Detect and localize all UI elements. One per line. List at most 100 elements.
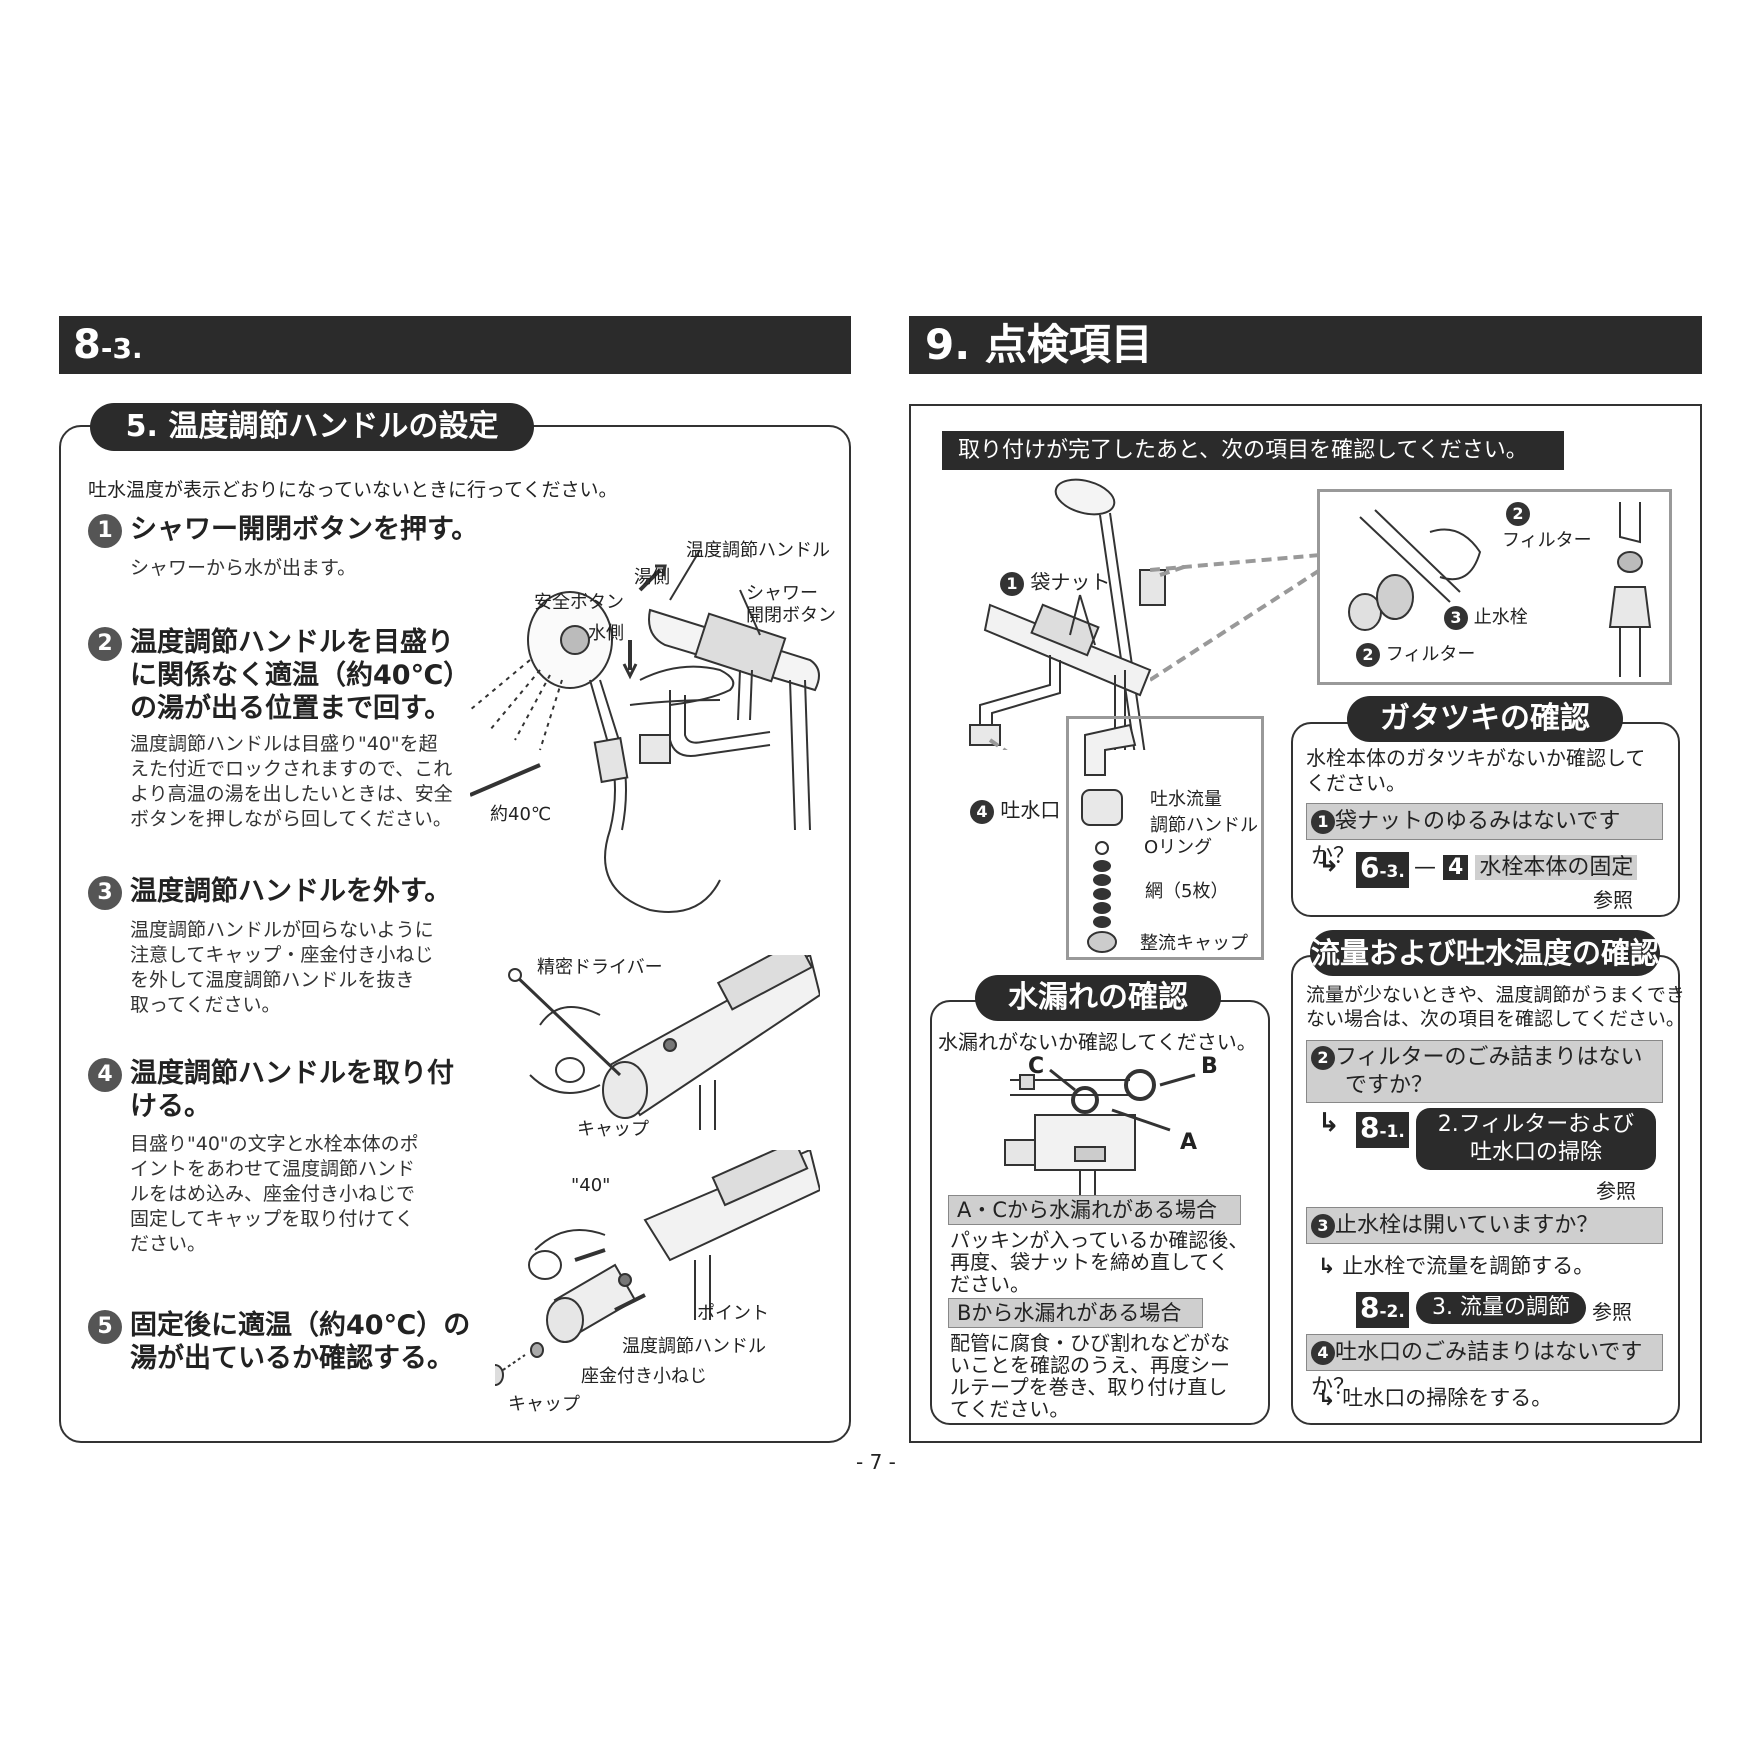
leak-b-line: いことを確認のうえ、再度シー — [950, 1353, 1230, 1377]
flow-ref2-label: 参照 — [1592, 1300, 1632, 1324]
circle-number-icon: 2 — [1311, 1046, 1335, 1070]
step-4-title-line: ける。 — [130, 1091, 211, 1122]
label-stop-valve: 3 止水栓 — [1444, 603, 1528, 630]
flow-ref1-text: 2.フィルターおよび 吐水口の掃除 — [1416, 1108, 1656, 1170]
stop-valve-text: 止水栓 — [1473, 607, 1528, 628]
flow-ref2-text: 3. 流量の調節 — [1416, 1292, 1586, 1324]
filter-parts-illustration — [1348, 502, 1652, 677]
step-number-1: 1 — [88, 514, 122, 548]
leak-case-ac-title: A・Cから水漏れがある場合 — [948, 1195, 1241, 1225]
ref-num-sub: -1. — [1379, 1122, 1405, 1142]
section-header-inspection: 9. 点検項目 — [909, 316, 1702, 374]
step-3-body: 温度調節ハンドルが回らないように 注意してキャップ・座金付き小ねじ を外して温度… — [130, 918, 434, 1018]
notice-bar: 取り付けが完了したあと、次の項目を確認してください。 — [942, 431, 1564, 470]
step-3-body-line: を外して温度調節ハンドルを抜き — [130, 969, 415, 991]
step-number-2: 2 — [88, 627, 122, 661]
label-safety-button: 安全ボタン — [534, 592, 624, 613]
leak-check-title: 水漏れの確認 — [975, 975, 1221, 1021]
leak-b-line: ルテープを巻き、取り付け直し — [950, 1375, 1228, 1399]
step-4-body-line: 固定してキャップを取り付けてく — [130, 1208, 414, 1230]
header-number: 8 — [73, 322, 101, 368]
leak-label-c: C — [1028, 1054, 1045, 1079]
spout-parts-inset-box — [1066, 716, 1264, 960]
circle-number-icon: 1 — [1311, 810, 1335, 834]
flow-handle-line-1: 吐水流量 — [1150, 789, 1222, 810]
ref-step-text: 水栓本体の固定 — [1475, 855, 1638, 880]
wobble-reference-number: 6-3. — [1356, 852, 1409, 888]
circle-number-icon: 4 — [970, 799, 994, 824]
step-3-body-line: 温度調節ハンドルが回らないように — [130, 919, 434, 941]
step-2-title: 温度調節ハンドルを目盛り に関係なく適温（約40℃） の湯が出る位置まで回す。 — [130, 626, 470, 725]
flow-ref1-number: 8-1. — [1356, 1112, 1409, 1148]
flow-a4-text: 吐水口の掃除をする。 — [1342, 1386, 1553, 1410]
flow-ref1-line: 2.フィルターおよび — [1437, 1112, 1635, 1137]
step-2-body-line: えた付近でロックされますので、これ — [130, 758, 453, 780]
label-shower-button-1: シャワー — [746, 583, 818, 604]
step-2-body-line: より高温の湯を出したいときは、安全 — [130, 783, 453, 805]
step-3-body-line: 取ってください。 — [130, 994, 281, 1016]
label-washer-screw: 座金付き小ねじ — [581, 1366, 707, 1387]
handle-removal-illustration — [508, 955, 820, 1130]
header-subnumber: -3. — [100, 332, 143, 365]
label-filter-bottom: 2 フィルター — [1356, 640, 1475, 667]
wobble-ref-label: 参照 — [1593, 888, 1633, 912]
label-filter-top: 2 フィルター — [1502, 502, 1592, 552]
flow-q2-line: ですか？ — [1345, 1073, 1434, 1098]
step-3-title: 温度調節ハンドルを外す。 — [130, 876, 452, 907]
flow-check-desc: 流量が少ないときや、温度調節がうまくでき ない場合は、次の項目を確認してください… — [1306, 983, 1685, 1031]
flow-answer-3: ↳ 止水栓で流量を調節する。 — [1318, 1250, 1594, 1280]
label-precision-driver: 精密ドライバー — [537, 957, 663, 978]
flow-answer-4: ↳ 吐水口の掃除をする。 — [1318, 1382, 1552, 1412]
flow-ref2-number: 8-2. — [1356, 1292, 1409, 1328]
step-2-body: 温度調節ハンドルは目盛り"40"を超 えた付近でロックされますので、これ より高… — [130, 732, 453, 832]
bag-nut-text: 袋ナット — [1030, 570, 1111, 594]
leak-points-illustration — [1004, 1068, 1196, 1195]
leak-b-line: てください。 — [950, 1397, 1070, 1421]
spout-parts-illustration — [1081, 723, 1137, 953]
label-water-side: 水側 — [588, 623, 624, 644]
flow-ref1-line: 吐水口の掃除 — [1469, 1140, 1602, 1165]
filter-bottom-text: フィルター — [1385, 644, 1476, 665]
arrow-right-icon: ↳ — [1318, 1386, 1336, 1410]
flow-q2-line: フィルターのごみ詰まりはない — [1335, 1045, 1643, 1070]
leak-ac-line: パッキンが入っているか確認後、 — [950, 1228, 1249, 1252]
leak-check-desc: 水漏れがないか確認してください。 — [938, 1030, 1257, 1054]
step-2-body-line: ボタンを押しながら回してください。 — [130, 808, 452, 830]
label-temp-handle-2: 温度調節ハンドル — [622, 1336, 766, 1357]
inspection-panel — [909, 404, 1702, 1443]
ref-num-sub: -2. — [1379, 1302, 1405, 1322]
label-temp-handle: 温度調節ハンドル — [686, 540, 830, 561]
step-number-4: 4 — [88, 1058, 122, 1092]
ref-step-number: 4 — [1443, 855, 1469, 880]
flow-desc-line: ない場合は、次の項目を確認してください。 — [1306, 1008, 1685, 1030]
step-4-body-line: イントをあわせて温度調節ハンド — [130, 1158, 416, 1180]
filter-top-text: フィルター — [1502, 530, 1592, 551]
step-2-title-line: に関係なく適温（約40℃） — [130, 660, 471, 691]
flow-ref1-label: 参照 — [1596, 1179, 1636, 1203]
step-4-body-line: 目盛り"40"の文字と水栓本体のポ — [130, 1133, 419, 1155]
label-bag-nut: 1 袋ナット — [1000, 566, 1110, 596]
step-4-title: 温度調節ハンドルを取り付 ける。 — [130, 1057, 454, 1123]
wobble-check-desc: 水栓本体のガタツキがないか確認して ください。 — [1306, 746, 1645, 796]
circle-number-icon: 3 — [1311, 1214, 1335, 1238]
step-4-body: 目盛り"40"の文字と水栓本体のポ イントをあわせて温度調節ハンド ルをはめ込み… — [130, 1132, 419, 1257]
label-mark-40: "40" — [571, 1175, 611, 1196]
wobble-desc-line: 水栓本体のガタツキがないか確認して — [1306, 746, 1646, 770]
leak-label-b: B — [1201, 1054, 1218, 1079]
step-5-title: 固定後に適温（約40℃）の 湯が出ているか確認する。 — [130, 1309, 470, 1375]
step-number-3: 3 — [88, 876, 122, 910]
flow-handle-line-2: 調節ハンドル — [1150, 815, 1258, 836]
intro-text: 吐水温度が表示どおりになっていないときに行ってください。 — [88, 479, 618, 501]
ref-num-main: 8 — [1360, 1111, 1380, 1144]
leak-ac-line: 再度、袋ナットを締め直してく — [950, 1250, 1229, 1274]
step-3-body-line: 注意してキャップ・座金付き小ねじ — [130, 944, 434, 966]
faucet-overview-illustration — [969, 478, 1190, 750]
circle-number-icon: 2 — [1356, 643, 1380, 667]
flow-desc-line: 流量が少ないときや、温度調節がうまくでき — [1306, 984, 1685, 1006]
circle-number-icon: 2 — [1506, 502, 1530, 526]
page-number: - 7 - — [856, 1450, 896, 1474]
